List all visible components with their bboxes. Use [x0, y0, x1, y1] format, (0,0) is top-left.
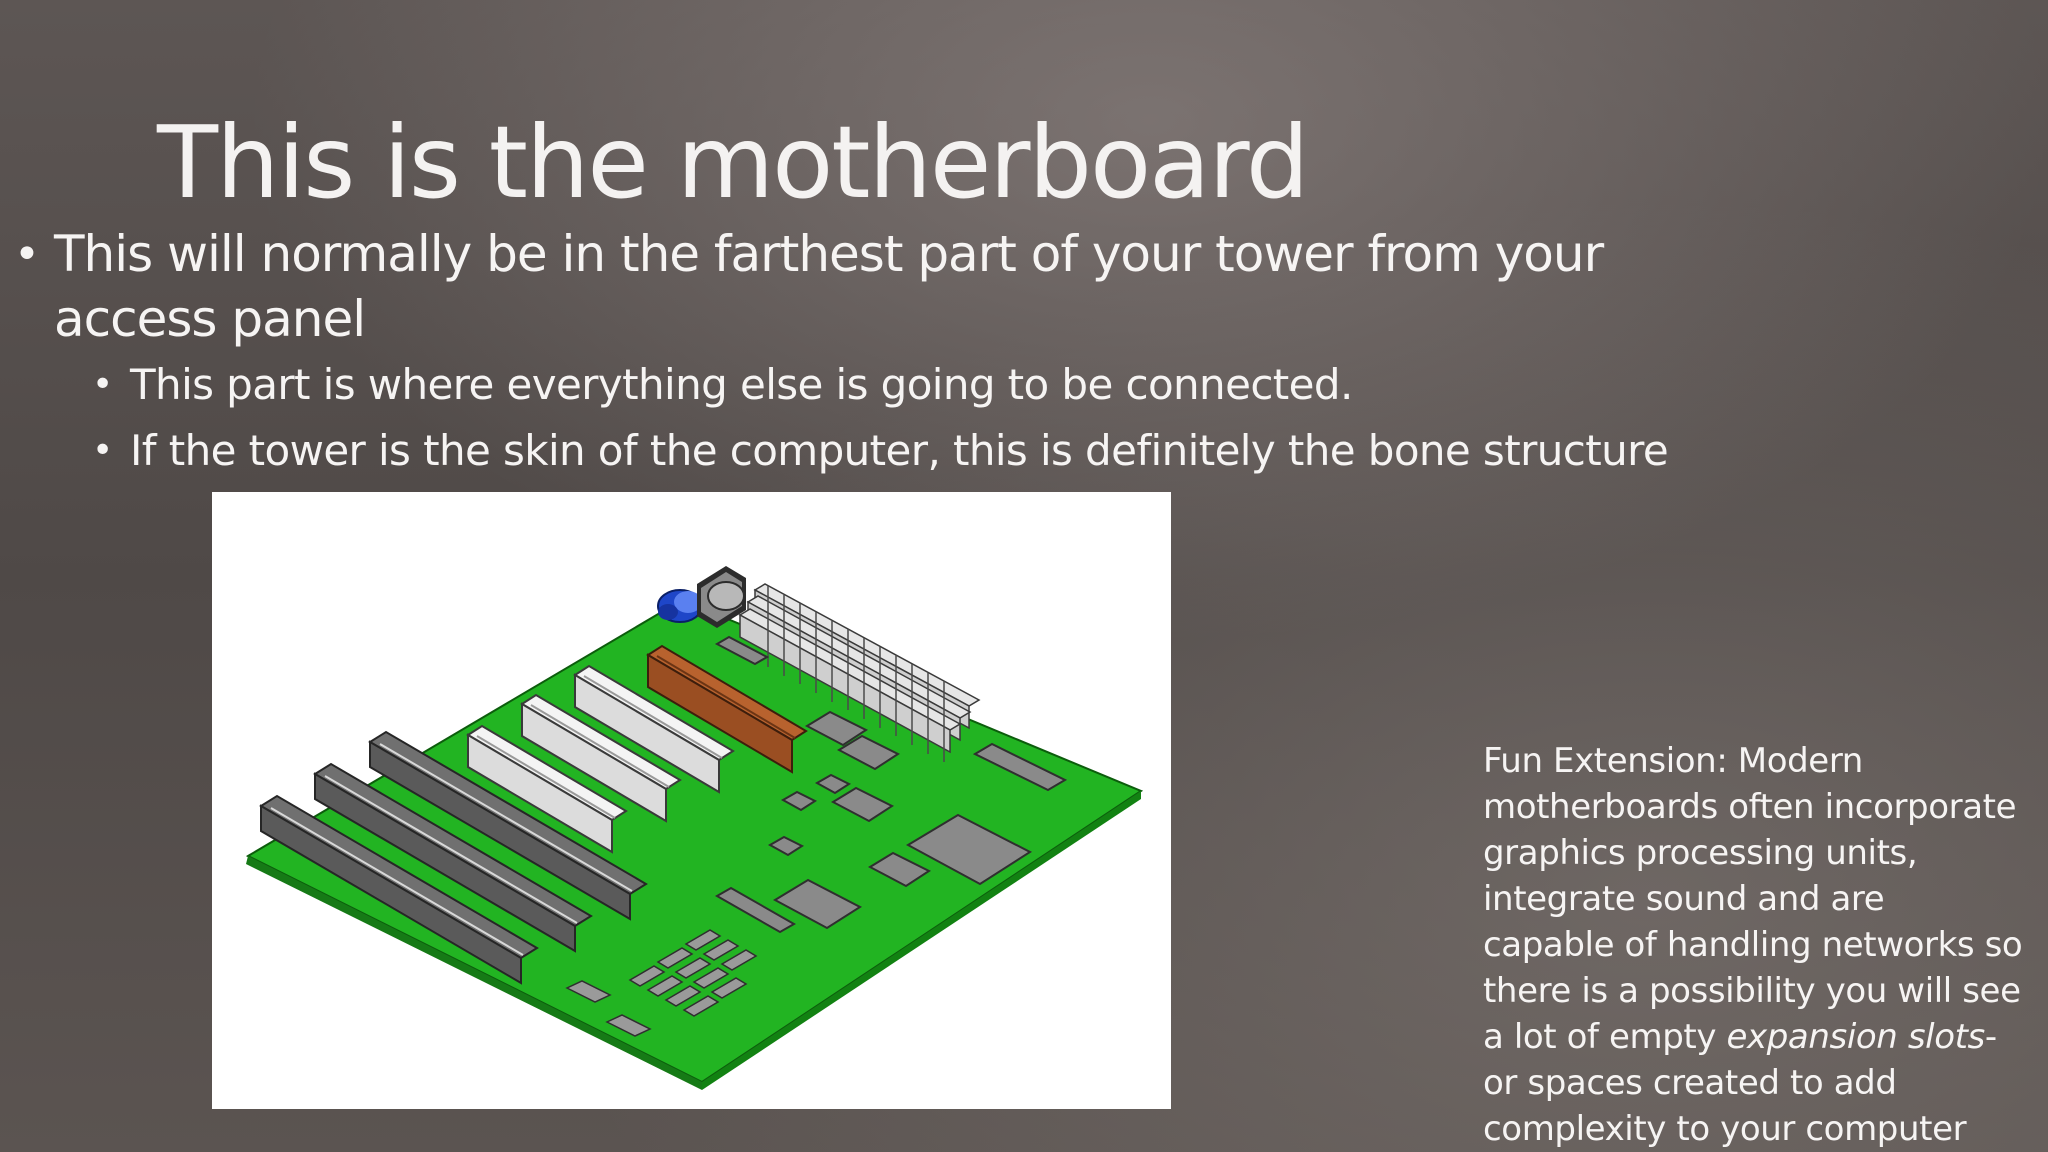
chip	[836, 734, 901, 771]
small-chip	[780, 790, 818, 812]
small-chip	[714, 635, 770, 666]
resistor-array	[565, 929, 758, 1037]
pci-slot-side	[521, 702, 667, 823]
pci-slot-pins	[476, 675, 723, 819]
capacitor	[657, 589, 703, 623]
small-chip	[814, 773, 852, 795]
pci-slots	[466, 664, 735, 854]
sub-bullet-marker: •	[92, 430, 113, 471]
large-chip	[772, 878, 863, 930]
agp-slot	[646, 644, 808, 774]
chips	[714, 635, 1068, 934]
bullet-text: This will normally be in the farthest pa…	[54, 225, 1604, 348]
pci-slot-side	[574, 673, 720, 794]
cpu-socket-chip	[905, 813, 1033, 886]
slide-title: This is the motherboard	[157, 104, 1309, 221]
chip	[830, 786, 895, 823]
fun-extension-note: Fun Extension: Modern motherboards often…	[1483, 738, 2023, 1152]
note-text-prefix: Fun Extension: Modern motherboards often…	[1483, 741, 2023, 1057]
sub-bullet-item: • If the tower is the skin of the comput…	[14, 418, 1754, 484]
sub-bullet-text: If the tower is the skin of the computer…	[130, 426, 1669, 475]
sub-bullet-text: This part is where everything else is go…	[130, 360, 1353, 409]
power-connector	[697, 566, 746, 628]
chip	[972, 742, 1068, 792]
ram-modules	[738, 583, 981, 754]
bullet-item: • This will normally be in the farthest …	[14, 222, 1754, 352]
bullet-marker: •	[14, 229, 40, 280]
note-emphasis: expansion slots	[1726, 1017, 1986, 1057]
pcb-board-edge-right	[702, 791, 1141, 1090]
isa-slot-side	[369, 740, 631, 921]
pci-slot-side	[467, 733, 613, 854]
chip	[867, 851, 932, 888]
bullet-list: • This will normally be in the farthest …	[14, 222, 1754, 484]
sub-bullet-item: • This part is where everything else is …	[14, 352, 1754, 418]
isa-slot-side	[314, 772, 576, 953]
isa-slots	[259, 730, 648, 985]
chip	[804, 710, 869, 747]
isa-slot-side	[260, 804, 522, 985]
motherboard-image	[212, 492, 1171, 1109]
small-chip	[767, 835, 805, 857]
motherboard-illustration	[245, 566, 1144, 1090]
pcb-board-edge	[246, 856, 702, 1090]
note-text-suffix: - or spaces created to add complexity to…	[1483, 1017, 1997, 1149]
sub-bullet-marker: •	[92, 364, 113, 405]
ram-module-ribs	[767, 586, 945, 762]
chip	[714, 886, 797, 934]
isa-slot-pins	[270, 743, 633, 956]
